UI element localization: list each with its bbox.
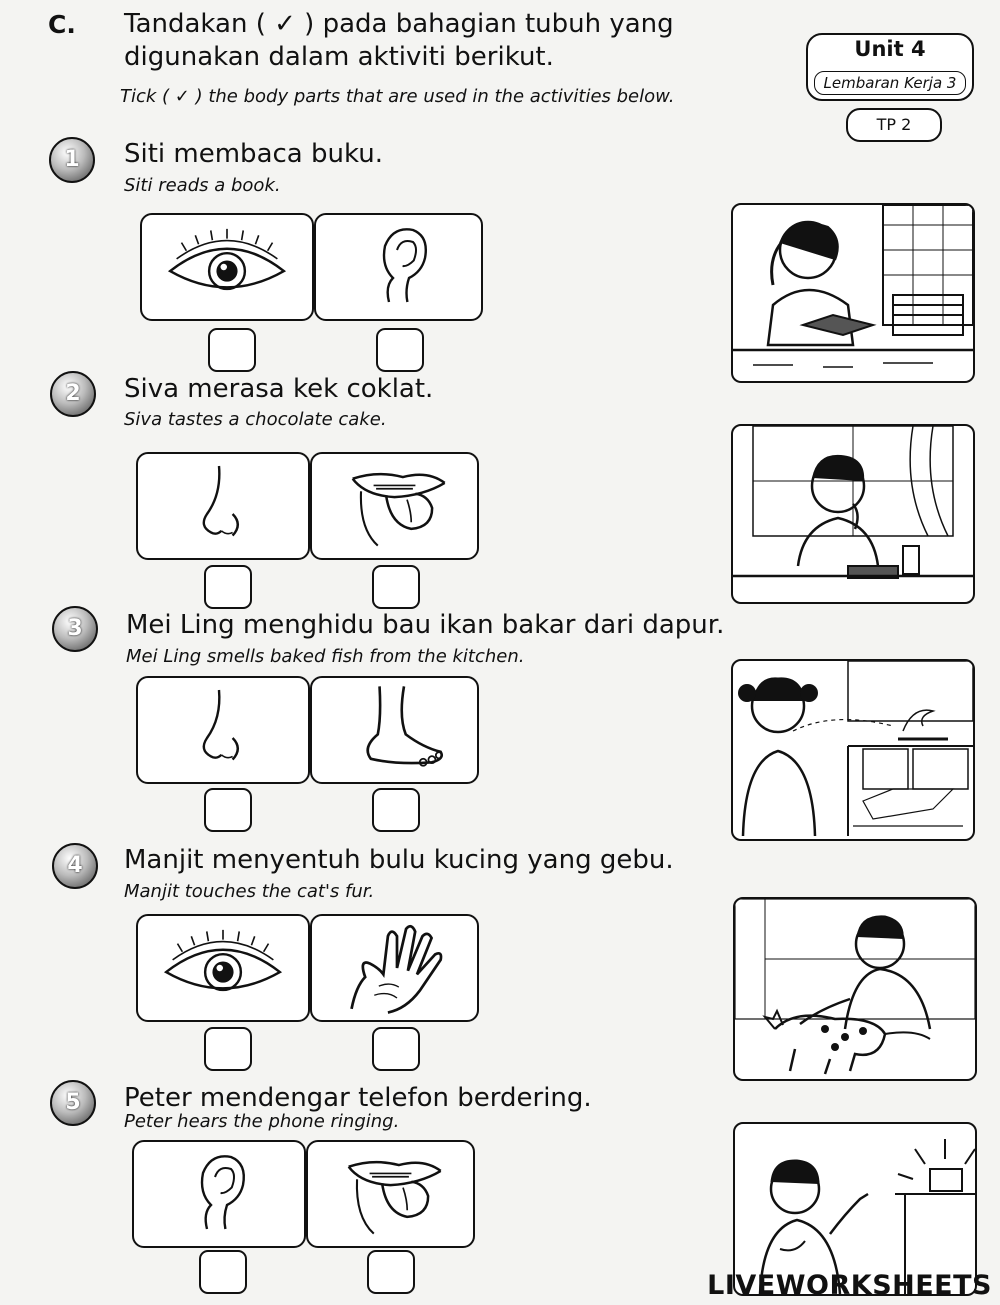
girl-smelling-fish-illustration [738, 661, 973, 837]
tick-box-hand[interactable] [372, 1027, 420, 1071]
boy-hearing-phone-illustration [758, 1139, 975, 1294]
nose-icon [202, 688, 240, 761]
question-text-malay: Siti membaca buku. [124, 139, 383, 169]
question-text-malay: Mei Ling menghidu bau ikan bakar dari da… [126, 610, 725, 640]
ear-icon [382, 228, 428, 304]
option-card-hand [310, 914, 479, 1022]
tongue-icon [351, 472, 447, 547]
question-text-english: Siva tastes a chocolate cake. [124, 409, 387, 430]
tongue-icon [347, 1160, 443, 1235]
tick-box-ear[interactable] [376, 328, 424, 372]
tick-box-tongue[interactable] [372, 565, 420, 609]
option-card-ear [132, 1140, 306, 1248]
tick-box-foot[interactable] [372, 788, 420, 832]
liveworksheets-logo: LIVEWORKSHEETS [707, 1270, 992, 1301]
nose-icon [202, 464, 240, 537]
option-card-eye [136, 914, 310, 1022]
option-card-tongue [306, 1140, 475, 1248]
eye-icon [168, 227, 286, 291]
tick-box-tongue[interactable] [367, 1250, 415, 1294]
worksheet-label: Lembaran Kerja 3 [814, 71, 966, 95]
instruction-english: Tick ( ✓ ) the body parts that are used … [120, 86, 675, 107]
tick-box-eye[interactable] [208, 328, 256, 372]
question-number-badge: 5 [50, 1080, 96, 1126]
option-card-tongue [310, 452, 479, 560]
question-number-badge: 2 [50, 371, 96, 417]
girl-reading-illustration [733, 205, 973, 368]
unit-badge: Unit 4 Lembaran Kerja 3 [806, 33, 974, 101]
question-text-malay: Siva merasa kek coklat. [124, 374, 434, 404]
question-number-badge: 4 [52, 843, 98, 889]
option-card-eye [140, 213, 314, 321]
scene-boy-hearing-phone [733, 1122, 977, 1296]
tick-box-ear[interactable] [199, 1250, 247, 1294]
scene-girl-smelling-fish [731, 659, 975, 841]
option-card-nose [136, 676, 310, 784]
question-number-badge: 1 [49, 137, 95, 183]
instruction-malay: Tandakan ( ✓ ) pada bahagian tubuh yang … [124, 9, 674, 72]
hand-icon [350, 924, 443, 1015]
tick-box-eye[interactable] [204, 1027, 252, 1071]
question-text-english: Siti reads a book. [124, 175, 281, 196]
option-card-foot [310, 676, 479, 784]
scene-boy-petting-cat [733, 897, 977, 1081]
level-badge: TP 2 [846, 108, 942, 142]
unit-title: Unit 4 [854, 37, 926, 61]
tick-box-nose[interactable] [204, 788, 252, 832]
option-card-ear [314, 213, 483, 321]
ear-icon [200, 1155, 246, 1231]
boy-tasting-cake-illustration [733, 426, 973, 579]
foot-icon [366, 684, 444, 768]
question-text-malay: Peter mendengar telefon berdering. [124, 1083, 592, 1113]
scene-girl-reading [731, 203, 975, 383]
question-number-badge: 3 [52, 606, 98, 652]
scene-boy-tasting-cake [731, 424, 975, 604]
question-text-english: Manjit touches the cat's fur. [124, 881, 375, 902]
eye-icon [164, 928, 282, 992]
boy-petting-cat-illustration [735, 899, 975, 1075]
option-card-nose [136, 452, 310, 560]
tick-box-nose[interactable] [204, 565, 252, 609]
question-text-malay: Manjit menyentuh bulu kucing yang gebu. [124, 845, 674, 875]
section-letter: C. [48, 10, 76, 39]
question-text-english: Mei Ling smells baked fish from the kitc… [126, 646, 525, 667]
question-text-english: Peter hears the phone ringing. [124, 1111, 400, 1132]
